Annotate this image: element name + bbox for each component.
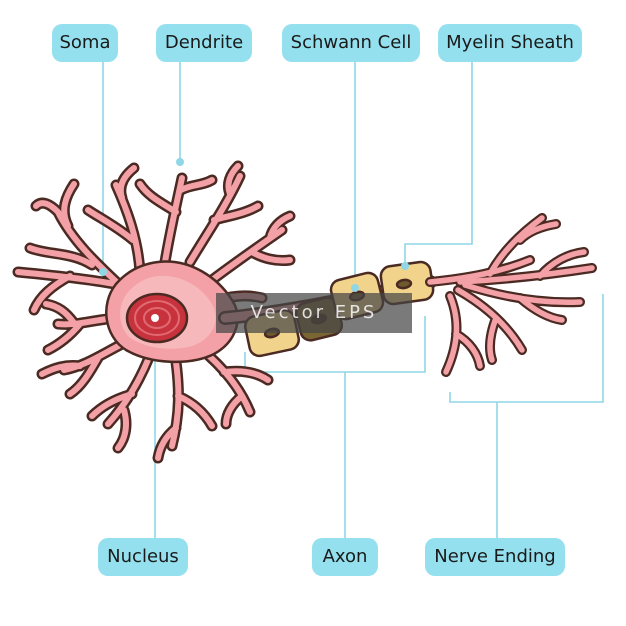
- axon-bracket-line: [244, 316, 426, 373]
- label-schwann-cell: Schwann Cell: [282, 24, 420, 62]
- label-nerve-ending: Nerve Ending: [425, 538, 565, 576]
- nucleus-shape: [125, 292, 189, 344]
- label-myelin-sheath: Myelin Sheath: [438, 24, 582, 62]
- pointer-dots: [99, 158, 409, 292]
- label-nucleus: Nucleus: [98, 538, 188, 576]
- myelin-sheath-leader-line: [404, 62, 473, 265]
- label-dendrite: Dendrite: [156, 24, 252, 62]
- label-soma: Soma: [52, 24, 118, 62]
- schwann-cell-pointer-dot: [351, 284, 359, 292]
- watermark: Vector EPS: [216, 293, 412, 333]
- nerve-ending-bracket-line: [449, 294, 604, 403]
- soma-pointer-dot: [99, 268, 107, 276]
- label-axon: Axon: [312, 538, 378, 576]
- nerve-ending-branches: [425, 213, 597, 377]
- myelin-sheath-pointer-dot: [401, 262, 409, 270]
- dendrite-pointer-dot: [176, 158, 184, 166]
